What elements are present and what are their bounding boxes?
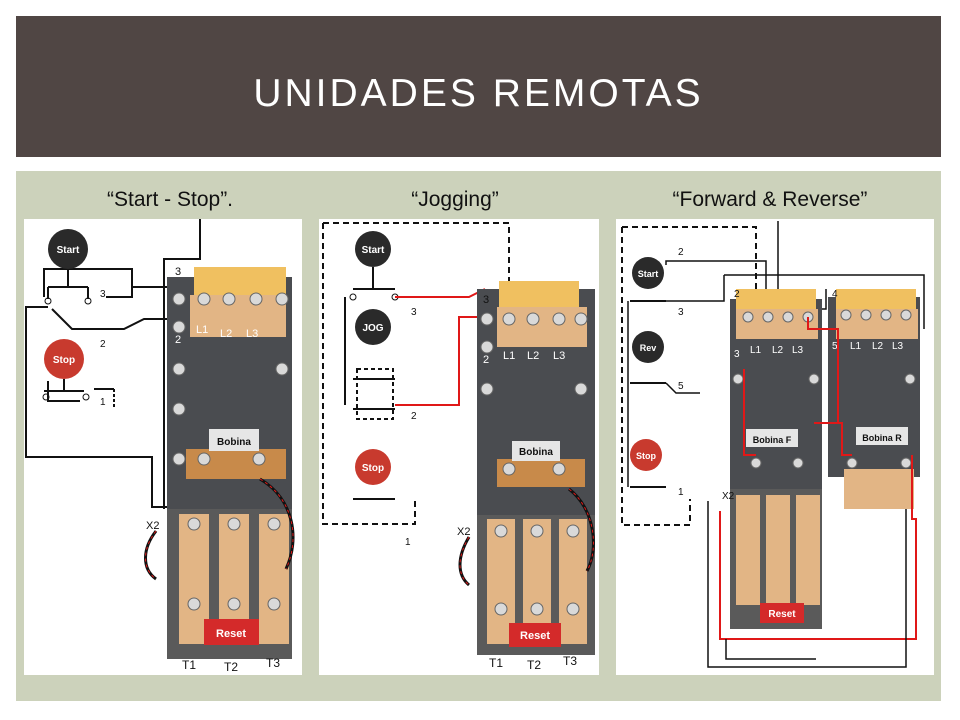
slide-title: UNIDADES REMOTAS — [253, 72, 704, 115]
stop-button-icon — [630, 439, 662, 471]
l3-f-label: L3 — [792, 345, 804, 356]
coil-label: Bobina — [519, 447, 553, 458]
l1-r-label: L1 — [850, 341, 862, 352]
overload-relay — [477, 515, 595, 655]
t2-label: T2 — [224, 660, 238, 674]
coil-f-label: Bobina F — [753, 435, 792, 445]
stop-button-label: Stop — [53, 355, 75, 366]
overload-relay — [167, 509, 292, 659]
wire-label-3: 3 — [678, 307, 684, 318]
terminal-5-label: 5 — [832, 341, 838, 352]
l1-label: L1 — [503, 350, 515, 362]
wire-label-2: 2 — [411, 411, 417, 422]
t1-label: T1 — [182, 658, 196, 672]
terminal-2-label: 2 — [483, 354, 489, 366]
x2-label: X2 — [146, 520, 159, 532]
stop-button-label: Stop — [362, 463, 384, 474]
l2-r-label: L2 — [872, 341, 884, 352]
reset-label: Reset — [768, 609, 796, 620]
reset-label: Reset — [216, 628, 246, 640]
terminal-3-label: 3 — [734, 349, 740, 360]
wire-label-1: 1 — [678, 487, 684, 498]
terminal-2-label: 2 — [734, 289, 740, 300]
stop-button-icon — [355, 449, 391, 485]
caption-jogging: “Jogging” — [411, 188, 499, 211]
diagram-forward-reverse: Start Rev Stop 2 3 5 1 Bobina F L1 L2 L3… — [616, 219, 934, 675]
coil-r-label: Bobina R — [862, 433, 902, 443]
terminal-2-label: 2 — [175, 334, 181, 346]
wire-label-1: 1 — [405, 537, 411, 548]
stop-button-label: Stop — [636, 451, 656, 461]
terminal-3-label: 3 — [175, 266, 181, 278]
l2-label: L2 — [527, 350, 539, 362]
terminal-4-label: 4 — [832, 289, 838, 300]
wire-label-3: 3 — [100, 289, 106, 300]
l3-r-label: L3 — [892, 341, 904, 352]
title-banner: UNIDADES REMOTAS — [16, 16, 941, 157]
t2-label: T2 — [527, 658, 541, 672]
reset-label: Reset — [520, 630, 550, 642]
t3-label: T3 — [563, 654, 577, 668]
overload-relay — [730, 489, 822, 629]
wire-label-1: 1 — [100, 397, 106, 408]
wire-label-5: 5 — [678, 381, 684, 392]
terminal-3-label: 3 — [483, 294, 489, 306]
start-button-icon — [48, 229, 88, 269]
t1-label: T1 — [489, 656, 503, 670]
l2-label: L2 — [220, 328, 232, 340]
t3-label: T3 — [266, 656, 280, 670]
x2-label: X2 — [722, 491, 735, 502]
rev-button-icon — [632, 331, 664, 363]
l1-f-label: L1 — [750, 345, 762, 356]
jog-button-icon — [355, 309, 391, 345]
diagram-jogging: Start JOG Stop 3 2 1 Bobina L1 L2 L3 3 2… — [319, 219, 599, 675]
x2-label: X2 — [457, 526, 470, 538]
start-button-label: Start — [362, 245, 385, 256]
start-button-label: Start — [57, 245, 80, 256]
jog-button-label: JOG — [362, 323, 383, 334]
contactor-reverse — [828, 289, 920, 509]
start-button-icon — [355, 231, 391, 267]
contactor — [477, 281, 595, 521]
diagram-start-stop: Start Stop 3 2 1 Bobina L1 L2 L3 3 2 Res… — [24, 219, 302, 675]
l1-label: L1 — [196, 324, 208, 336]
l3-label: L3 — [553, 350, 565, 362]
caption-start-stop: “Start - Stop”. — [106, 188, 234, 211]
l2-f-label: L2 — [772, 345, 784, 356]
wire-label-2: 2 — [678, 247, 684, 258]
rev-button-label: Rev — [640, 343, 657, 353]
caption-forward-reverse: “Forward & Reverse” — [672, 188, 868, 211]
coil-label: Bobina — [217, 437, 251, 448]
stop-button-icon — [44, 339, 84, 379]
start-button-label: Start — [638, 269, 659, 279]
start-button-icon — [632, 257, 664, 289]
l3-label: L3 — [246, 328, 258, 340]
wire-label-3: 3 — [411, 307, 417, 318]
wire-label-2: 2 — [100, 339, 106, 350]
